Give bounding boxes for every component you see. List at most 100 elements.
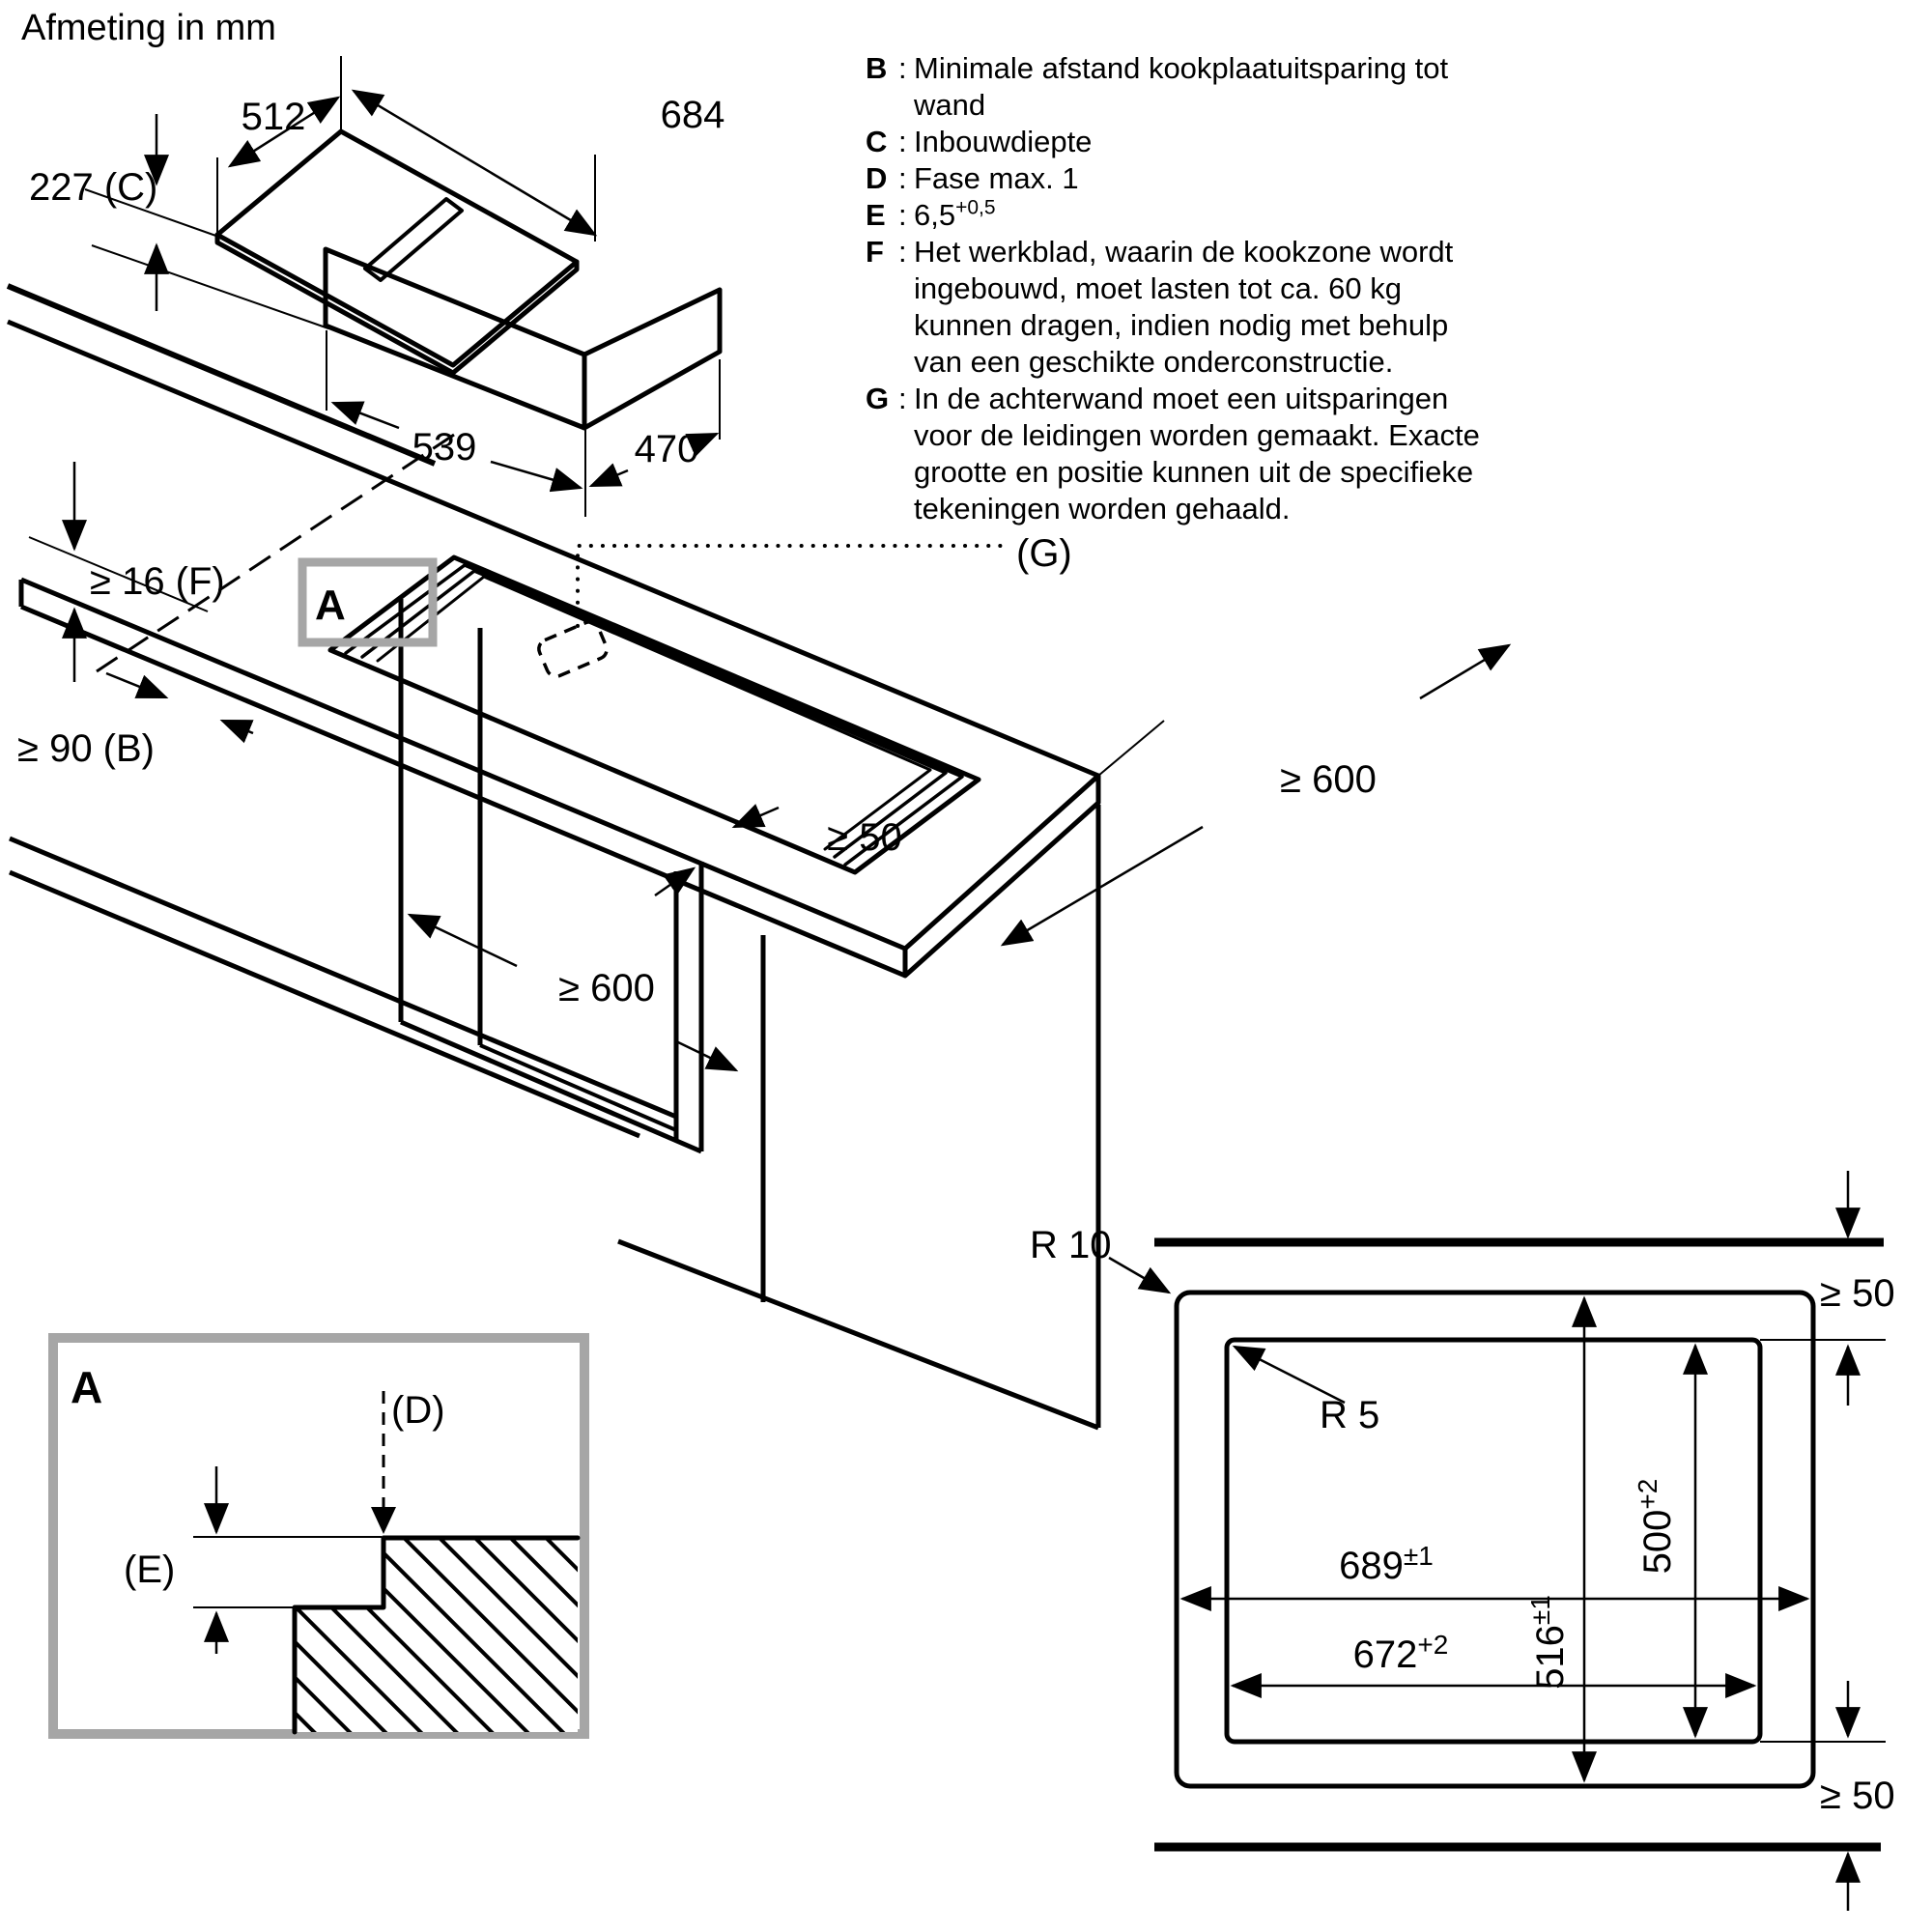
chamfer-label: (D) [391, 1389, 445, 1432]
dim-672-tolerance: +2 [1417, 1630, 1448, 1660]
cabinet-floor-front-edge [400, 1019, 702, 1154]
dim-600-cabinet-arrow-right [675, 1039, 739, 1072]
dim-500-label: 500+2 [1633, 1479, 1679, 1575]
radius-outer-label: R 10 [1030, 1224, 1112, 1266]
detail-a-marker: A [315, 582, 346, 629]
ext-line [1097, 720, 1165, 777]
legend-separator: : [898, 235, 907, 269]
dim-50-arrow-bottom [654, 867, 696, 897]
legend-e-tolerance: +0,5 [955, 196, 996, 219]
dim-500-value: 500 [1636, 1510, 1679, 1575]
dim-470-label: 470 [635, 428, 699, 470]
base-wall-line [9, 836, 677, 1120]
detail-a-frame [48, 1333, 589, 1739]
detail-a-label: A [71, 1362, 102, 1412]
dim-50-arrow-top [731, 804, 780, 829]
dim-50-label: ≥ 50 [827, 816, 902, 859]
radius-inner-arrow [1232, 1345, 1346, 1405]
pipe-recess-dotted-leader [576, 544, 1007, 628]
legend-item-g: G : In de achterwand moet een uitsparing… [866, 381, 1492, 527]
dim-90-arrow-left [105, 671, 169, 699]
dim-689-tolerance: ±1 [1404, 1541, 1434, 1571]
dim-16-label: ≥ 16 (F) [90, 560, 225, 603]
dim-689-value: 689 [1339, 1545, 1404, 1587]
legend-key: C [866, 125, 888, 158]
dim-600-right-arrow-right [1419, 643, 1512, 700]
dim-600-right-arrow-left [1000, 825, 1204, 947]
step-label: (E) [124, 1548, 175, 1591]
legend-key: D [866, 161, 888, 195]
dim-684-arrow [351, 89, 598, 237]
legend-item-e: E : 6,5+0,5 [866, 197, 1492, 234]
ext-line [84, 188, 225, 240]
legend-key: E [866, 198, 886, 232]
dim-600-right-label: ≥ 600 [1280, 758, 1377, 801]
cutout-ledge-line [344, 563, 964, 867]
legend-text: Minimale afstand kookplaatuitsparing tot… [914, 51, 1449, 122]
cutout-outer-rect [1174, 1290, 1816, 1789]
dim-90-label: ≥ 90 (B) [17, 727, 155, 770]
hob-isometric-view: 512 684 227 (C) 539 470 [29, 56, 724, 517]
legend-item-b: B : Minimale afstand kookplaatuitsparing… [866, 50, 1492, 124]
dim-539-label: 539 [412, 426, 477, 469]
hob-glass-thickness [214, 232, 580, 376]
legend-separator: : [898, 198, 907, 232]
dim-539-arrow-right [490, 460, 583, 493]
cutout-plan-view: R 10 R 5 ≥ 50 ≥ 50 516±1 500+2 [1030, 1171, 1895, 1911]
detail-a-highlight-box [298, 557, 438, 647]
dim-470-arrow-right [685, 432, 720, 457]
legend-key: G [866, 382, 890, 415]
worktop-right-end-face [902, 773, 1101, 979]
worktop-front-bottom-edge [20, 604, 906, 979]
legend-item-f: F : Het werkblad, waarin de kookzone wor… [866, 234, 1492, 381]
pipe-recess-label: (G) [1016, 532, 1072, 575]
legend-text: Inbouwdiepte [914, 125, 1093, 158]
dim-470-arrow-left [588, 463, 629, 488]
cabinet-floor-back-edge [479, 1043, 677, 1132]
legend-text: Fase max. 1 [914, 161, 1079, 195]
cutout-inner-rect [1224, 1337, 1763, 1745]
dim-500-tolerance: +2 [1633, 1479, 1662, 1510]
gap-top-label: ≥ 50 [1820, 1272, 1895, 1315]
hob-air-inlet-slot [363, 197, 464, 282]
legend-text: 6,5+0,5 [914, 197, 1492, 234]
dim-672-value: 672 [1353, 1634, 1418, 1676]
radius-inner-label: R 5 [1320, 1394, 1379, 1436]
dim-516-value: 516 [1529, 1625, 1572, 1690]
dim-512-label: 512 [242, 96, 306, 138]
dim-90-arrow-right [219, 719, 254, 744]
cabinet-bottom-edge [617, 1238, 1099, 1431]
base-floor-line [9, 869, 640, 1139]
legend-separator: : [898, 125, 907, 158]
dim-512-arrow [227, 96, 341, 168]
legend-key: F [866, 235, 884, 269]
gap-bottom-label: ≥ 50 [1820, 1775, 1895, 1817]
dim-684-label: 684 [661, 94, 725, 136]
hob-body-left-face [323, 246, 587, 431]
legend-item-c: C : Inbouwdiepte [866, 124, 1492, 160]
legend-text: Het werkblad, waarin de kookzone wordt i… [914, 235, 1454, 379]
pipe-recess-dashed-outline [537, 620, 609, 678]
legend-text: In de achterwand moet een uitsparingen v… [914, 382, 1480, 526]
counter-installation-view: A (G) ≥ 16 (F) ≥ 90 (B) ≥ 50 ≥ 600 [6, 283, 1512, 1431]
legend-e-value: 6,5 [914, 198, 956, 232]
dim-227-label: 227 (C) [29, 166, 157, 209]
legend: B : Minimale afstand kookplaatuitsparing… [866, 50, 1492, 527]
cutout-ledge-line [360, 569, 948, 859]
wall-top-edge [6, 283, 437, 467]
ext-line [28, 536, 209, 612]
legend-separator: : [898, 382, 907, 415]
legend-separator: : [898, 51, 907, 85]
dim-600-cabinet-arrow-left [407, 913, 518, 968]
worktop-section-hatch [295, 1538, 578, 1732]
dim-539-arrow-left [330, 401, 400, 430]
radius-outer-arrow [1108, 1256, 1172, 1294]
page-title: Afmeting in mm [21, 8, 276, 48]
worktop-step-outline [292, 1535, 581, 1735]
detail-a-view: A (D) (E) [48, 1333, 589, 1739]
cutout-opening [327, 554, 981, 875]
dim-516-label: 516±1 [1525, 1595, 1572, 1690]
worktop-front-top-edge [20, 577, 906, 952]
cutout-ledge-line [376, 575, 932, 851]
